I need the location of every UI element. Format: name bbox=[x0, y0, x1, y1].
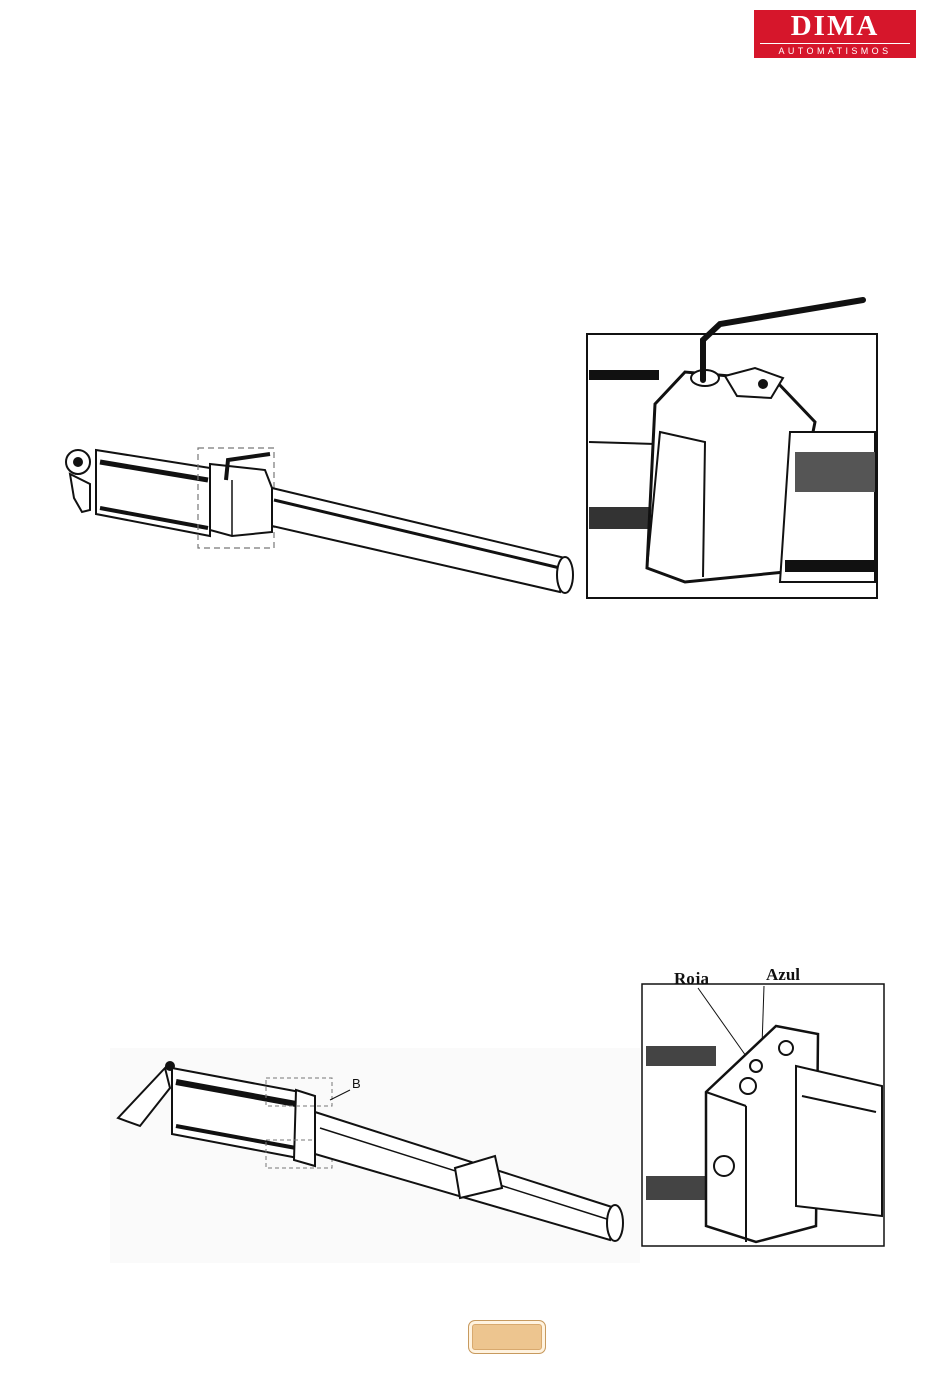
label-azul: Azul bbox=[766, 966, 800, 984]
actuator-overview-figure-b: B bbox=[110, 1048, 640, 1263]
brand-name: DIMA bbox=[754, 10, 916, 40]
callout-b-label: B bbox=[352, 1076, 361, 1091]
dima-logo: DIMA AUTOMATISMOS bbox=[754, 10, 916, 58]
logo-rule bbox=[760, 43, 910, 44]
valve-detail-figure: Roja Azul bbox=[636, 966, 888, 1252]
actuator-overview-figure bbox=[60, 440, 580, 605]
page-number-box bbox=[468, 1320, 546, 1354]
brand-tagline: AUTOMATISMOS bbox=[754, 46, 916, 57]
clamp-detail-figure bbox=[585, 292, 880, 602]
